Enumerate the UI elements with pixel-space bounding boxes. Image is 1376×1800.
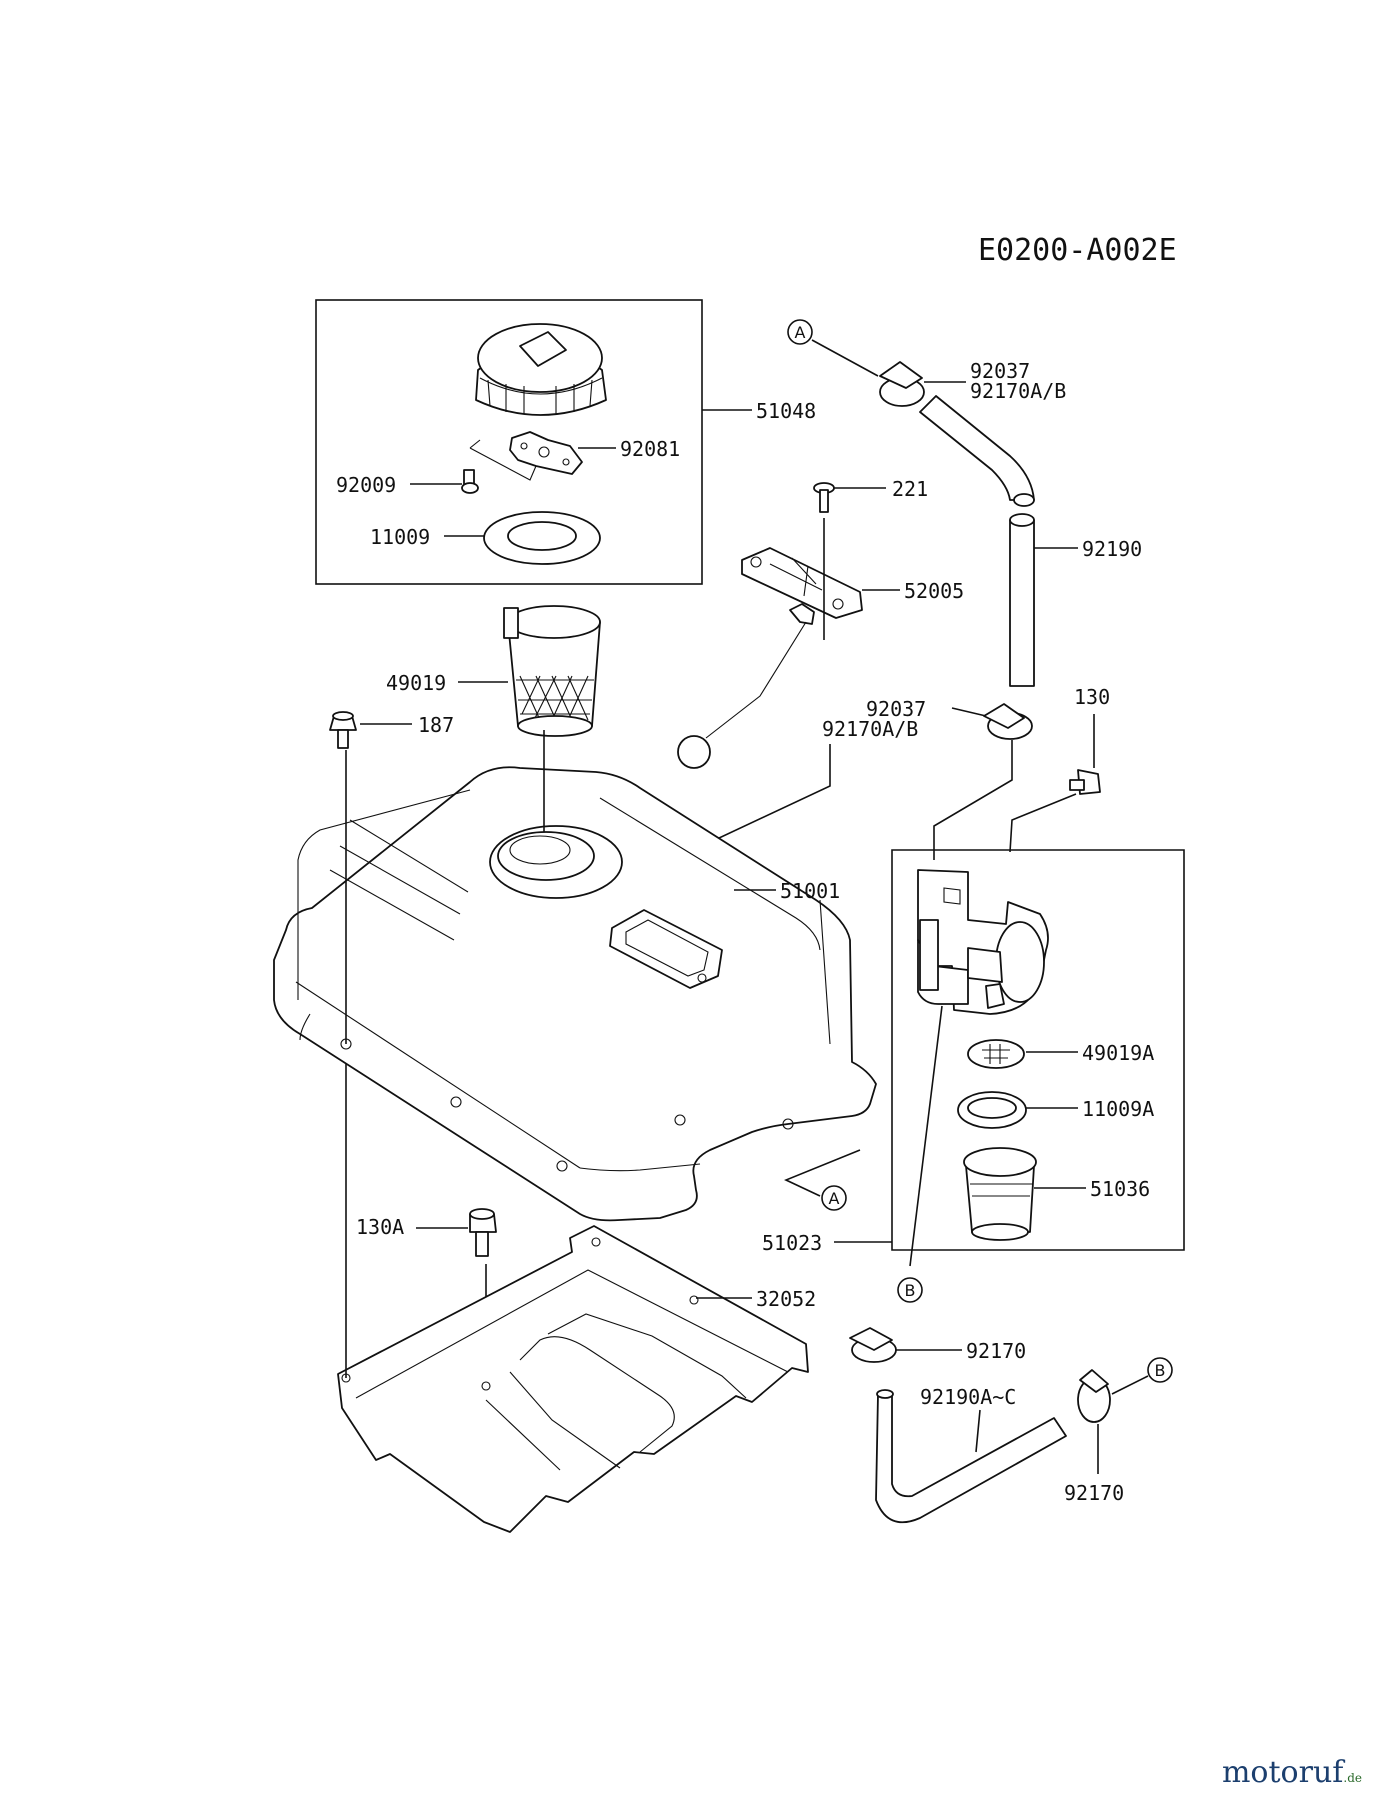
callout-a-tank xyxy=(821,1185,847,1211)
sediment-cup[interactable] xyxy=(963,1147,1037,1241)
label-92170ab-top: 92170A/B xyxy=(970,379,1066,403)
fuel-hose-92190[interactable] xyxy=(1009,513,1035,687)
label-49019: 49019 xyxy=(386,671,446,695)
label-52005: 52005 xyxy=(904,579,964,603)
label-51048: 51048 xyxy=(756,399,816,423)
callout-a-tank-letter: A xyxy=(829,1189,840,1208)
label-92190: 92190 xyxy=(1082,537,1142,561)
callout-b-cock-letter: B xyxy=(905,1281,916,1300)
label-92190ac: 92190A~C xyxy=(920,1385,1016,1409)
label-92170ab-mid: 92170A/B xyxy=(822,717,918,741)
hose-clamp-mid[interactable] xyxy=(983,703,1033,740)
label-187: 187 xyxy=(418,713,454,737)
callout-a-top-letter: A xyxy=(795,323,806,342)
gasket-plate[interactable] xyxy=(509,431,583,475)
leader-callout-a-tank xyxy=(784,1149,861,1197)
bolt-130a[interactable] xyxy=(469,1208,497,1257)
bolt-187[interactable] xyxy=(329,711,357,749)
label-11009a: 11009A xyxy=(1082,1097,1154,1121)
callout-b-bottom-letter: B xyxy=(1155,1361,1166,1380)
label-51036: 51036 xyxy=(1090,1177,1150,1201)
label-130: 130 xyxy=(1074,685,1110,709)
fuel-tank[interactable] xyxy=(273,766,877,1222)
leader-92037-mid xyxy=(951,707,987,717)
label-92170-a: 92170 xyxy=(966,1339,1026,1363)
fuel-gauge[interactable] xyxy=(677,547,863,769)
label-11009: 11009 xyxy=(370,525,430,549)
watermark: motoruf.de xyxy=(1222,1755,1362,1790)
filter-screen[interactable] xyxy=(967,1039,1025,1069)
label-92037-mid: 92037 xyxy=(866,697,926,721)
label-32052: 32052 xyxy=(756,1287,816,1311)
callout-b-cock xyxy=(897,1277,923,1303)
label-92081: 92081 xyxy=(620,437,680,461)
leader-callout-b-bottom xyxy=(1111,1375,1149,1395)
bolt-130[interactable] xyxy=(1069,769,1101,795)
leader-callout-a-top xyxy=(811,339,879,377)
diagram-code: E0200-A002E xyxy=(978,233,1177,268)
leader-callout-b-cock xyxy=(909,1005,943,1267)
label-130a: 130A xyxy=(356,1215,404,1239)
seal-ring[interactable] xyxy=(483,511,601,565)
label-92009: 92009 xyxy=(336,473,396,497)
hose-clamp-top[interactable] xyxy=(879,361,925,407)
screw-221[interactable] xyxy=(813,482,835,513)
label-49019a: 49019A xyxy=(1082,1041,1154,1065)
fuel-cap[interactable] xyxy=(475,323,607,416)
screw-92009[interactable] xyxy=(461,469,479,494)
label-51023: 51023 xyxy=(762,1231,822,1255)
fuel-hose-top[interactable] xyxy=(919,395,1035,507)
label-92170-b: 92170 xyxy=(1064,1481,1124,1505)
label-92037-top: 92037 xyxy=(970,359,1030,383)
callout-b-bottom xyxy=(1147,1357,1173,1383)
fuel-hose-92190ac[interactable] xyxy=(875,1389,1067,1524)
gasket-11009a[interactable] xyxy=(957,1091,1027,1129)
hose-clamp-92170a[interactable] xyxy=(849,1327,897,1363)
leader-130-drop xyxy=(1009,793,1077,853)
leader-clamp-to-cock xyxy=(933,740,1013,860)
fuel-cock[interactable] xyxy=(917,869,1049,1015)
chain-link xyxy=(469,439,537,481)
fuel-cock-assembly-box xyxy=(891,849,1185,1251)
leader-92190ac xyxy=(975,1409,981,1453)
hose-clamp-92170b[interactable] xyxy=(1077,1369,1111,1423)
watermark-name: motoruf xyxy=(1221,1755,1344,1790)
fuel-cap-assembly-box xyxy=(315,299,703,585)
fuel-strainer[interactable] xyxy=(503,605,601,737)
label-51001: 51001 xyxy=(780,879,840,903)
skid-plate[interactable] xyxy=(337,1225,809,1533)
label-221: 221 xyxy=(892,477,928,501)
watermark-suffix: .de xyxy=(1343,1771,1362,1785)
callout-a-top xyxy=(787,319,813,345)
